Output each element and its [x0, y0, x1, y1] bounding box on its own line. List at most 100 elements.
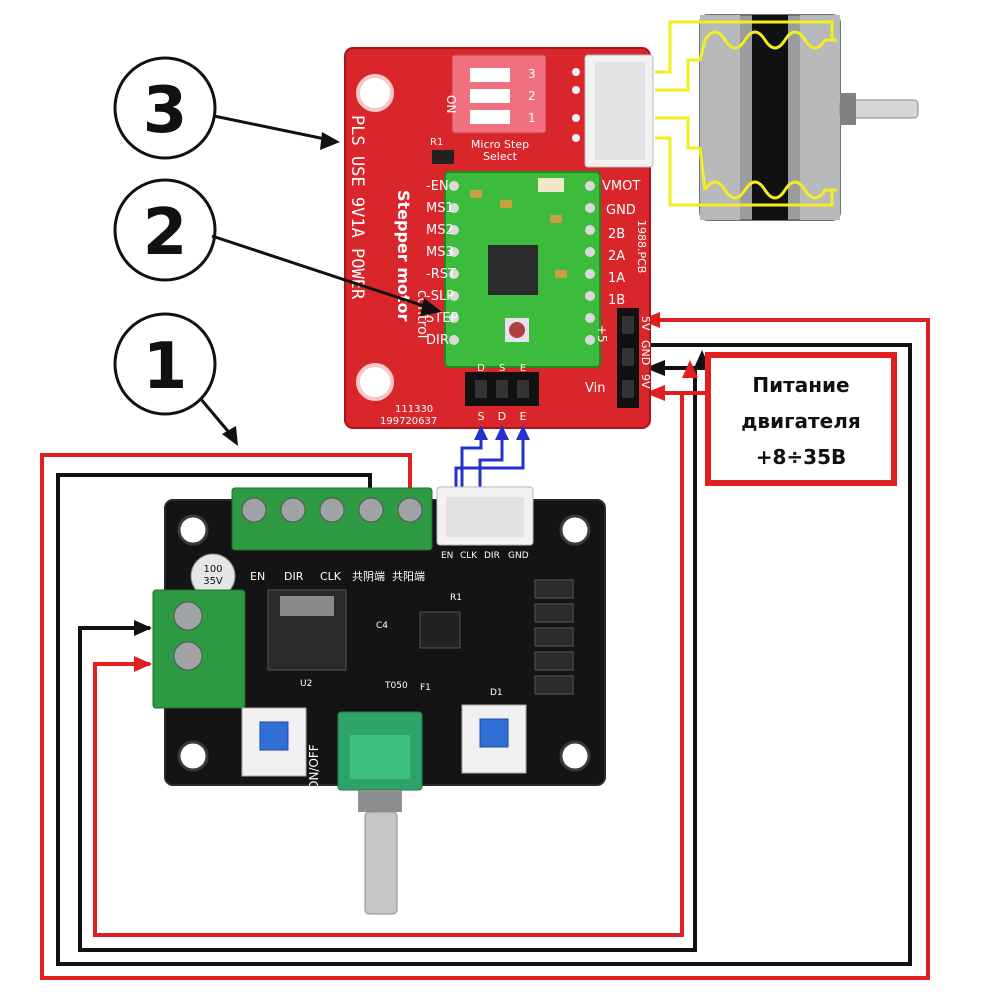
- arrow-red-9v: [645, 385, 665, 401]
- header-top-d: D: [477, 363, 485, 374]
- outer-wires: [40, 318, 930, 980]
- select-label: Select: [483, 150, 518, 163]
- jumper: [534, 603, 574, 623]
- connector-pin-3: [572, 114, 580, 122]
- motor-power-box: Питание двигателя +8÷35В: [705, 352, 897, 486]
- d1-silk: D1: [490, 688, 503, 698]
- arrow-black-gnd: [645, 360, 665, 376]
- power-terminal-screw-1: [173, 601, 203, 631]
- dip-lever-1: [470, 68, 510, 82]
- signal-pin: [475, 380, 487, 398]
- stepper-motor: [699, 14, 919, 221]
- callout-3-number: 3: [143, 74, 188, 148]
- resistor-r1: [432, 150, 454, 164]
- terminal-label: 共阴端: [352, 570, 385, 583]
- arrow-black-input: [134, 620, 152, 636]
- smd-cap: [538, 178, 564, 192]
- pin: [585, 203, 595, 213]
- pin: [585, 225, 595, 235]
- trim-screw: [509, 322, 525, 338]
- wire-blue-dir: [478, 428, 504, 505]
- coil-wire-a: [655, 20, 834, 74]
- callout-1-number: 1: [143, 330, 188, 404]
- pin: [585, 291, 595, 301]
- connector-label: GND: [508, 551, 529, 561]
- right-button[interactable]: [479, 718, 509, 748]
- arrow-blue: [495, 425, 509, 440]
- dip-lever-2: [470, 89, 510, 103]
- pin-label: -EN: [426, 179, 449, 194]
- left-pin-labels: -EN MS1 MS2 MS3 -RST -SLP STEP DIR: [426, 179, 458, 348]
- coil-wiring: [655, 20, 837, 207]
- f1-silk: F1: [420, 683, 431, 693]
- signal-arrowheads: [474, 425, 530, 440]
- callout-3-arrow: [320, 132, 340, 150]
- pin: [449, 203, 459, 213]
- pin: [449, 269, 459, 279]
- jumper: [534, 627, 574, 647]
- pin: [585, 335, 595, 345]
- callout-1-leader: [198, 397, 234, 437]
- warning-text: PLS USE 9V1A POWER: [347, 115, 367, 300]
- callout-2-arrow: [420, 298, 442, 316]
- motor-connector-latch: [595, 62, 645, 160]
- power-pin-9v: [622, 380, 634, 398]
- wire-black-outer: [56, 343, 912, 966]
- pin: [585, 247, 595, 257]
- pin: [449, 291, 459, 301]
- mount-hole-bottom: [356, 363, 394, 401]
- motor-core: [752, 15, 788, 220]
- coil-wire-d: [655, 136, 834, 207]
- arrow-up-red: [682, 360, 698, 378]
- signal-pin: [517, 380, 529, 398]
- motor-power-line-2: двигателя: [741, 409, 860, 433]
- pin-label: 2B: [608, 227, 625, 242]
- terminal-label: CLK: [320, 570, 342, 583]
- terminal-screw: [241, 497, 267, 523]
- connector-pin-1: [572, 68, 580, 76]
- pin: [585, 181, 595, 191]
- vin-label: Vin: [585, 381, 605, 396]
- plus5-label: +5: [595, 325, 609, 343]
- terminal-screw: [358, 497, 384, 523]
- pin: [449, 335, 459, 345]
- controller-hole-tl: [177, 514, 209, 546]
- callout-3-leader: [213, 114, 331, 142]
- terminal-screw: [397, 497, 423, 523]
- jumper: [534, 651, 574, 671]
- callout-2-number: 2: [143, 196, 188, 270]
- pin: [449, 225, 459, 235]
- callout-2-leader: [211, 234, 431, 310]
- terminal-label: EN: [250, 570, 265, 583]
- pin-label: MS1: [426, 201, 454, 216]
- callout-1-arrow: [222, 426, 238, 446]
- smd-2: [500, 200, 512, 208]
- pin-label: DIR: [426, 333, 449, 348]
- pin-label: GND: [606, 203, 636, 218]
- serial-1: 111330: [395, 404, 433, 415]
- r1-label: R1: [430, 137, 443, 148]
- arrow-blue: [516, 425, 530, 440]
- connector-pin-2: [572, 86, 580, 94]
- terminal-label: DIR: [284, 570, 304, 583]
- on-off-label: ON/OFF: [307, 744, 321, 790]
- potentiometer-knob[interactable]: [364, 811, 398, 915]
- power-terminal-screw-2: [173, 641, 203, 671]
- signal-pin: [496, 380, 508, 398]
- jumper-block: [534, 579, 574, 695]
- power-pin-label-9v: 9V: [639, 374, 652, 389]
- micro-step-label: Micro Step: [471, 138, 529, 151]
- connector-label: DIR: [484, 551, 500, 561]
- pin: [585, 313, 595, 323]
- header-bottom-d: D: [498, 410, 506, 423]
- header-top-s: S: [499, 363, 505, 374]
- terminal-screw: [319, 497, 345, 523]
- regulator-tab: [280, 596, 334, 616]
- dip-number-1: 1: [528, 111, 536, 125]
- pcb-code: 1988.PCB: [635, 220, 648, 273]
- module-pins-left: [449, 181, 459, 345]
- left-button[interactable]: [259, 721, 289, 751]
- pin-label: VMOT: [602, 179, 640, 194]
